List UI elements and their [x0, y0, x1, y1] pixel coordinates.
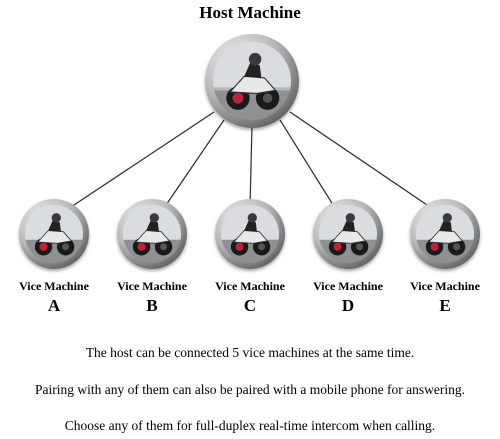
vice-machine-badge-c — [215, 199, 285, 269]
link-d — [279, 119, 336, 209]
motorcycle-rider-image — [319, 205, 377, 263]
link-b — [163, 119, 225, 209]
host-machine-badge — [205, 34, 299, 128]
motorcycle-rider-image — [123, 205, 181, 263]
link-a — [67, 111, 215, 210]
caption-connection: The host can be connected 5 vice machine… — [85, 345, 415, 360]
vice-machine-letter-b: B — [146, 296, 158, 315]
vice-machine-label-c: Vice Machine — [215, 279, 285, 293]
vice-machine-letter-d: D — [341, 296, 355, 315]
motorcycle-rider-image — [416, 205, 474, 263]
vice-machine-label-a: Vice Machine — [19, 279, 89, 293]
vice-machine-badge-d — [313, 199, 383, 269]
caption-pairing: Pairing with any of them can also be pai… — [34, 382, 465, 397]
vice-machine-label-d: Vice Machine — [313, 279, 383, 293]
motorcycle-rider-image — [25, 205, 83, 263]
vice-machine-badge-b — [117, 199, 187, 269]
link-c — [249, 125, 253, 208]
host-title: Host Machine — [199, 3, 301, 22]
vice-machine-label-e: Vice Machine — [410, 279, 480, 293]
vice-machine-letter-c: C — [243, 296, 257, 315]
motorcycle-rider-image — [213, 42, 291, 120]
link-e — [289, 111, 434, 210]
caption-intercom: Choose any of them for full-duplex real-… — [64, 418, 436, 433]
vice-machine-letter-e: E — [439, 296, 451, 315]
vice-machine-badge-a — [19, 199, 89, 269]
vice-machine-label-b: Vice Machine — [117, 279, 187, 293]
vice-machine-badge-e — [410, 199, 480, 269]
motorcycle-rider-image — [221, 205, 279, 263]
vice-machine-letter-a: A — [47, 296, 61, 315]
